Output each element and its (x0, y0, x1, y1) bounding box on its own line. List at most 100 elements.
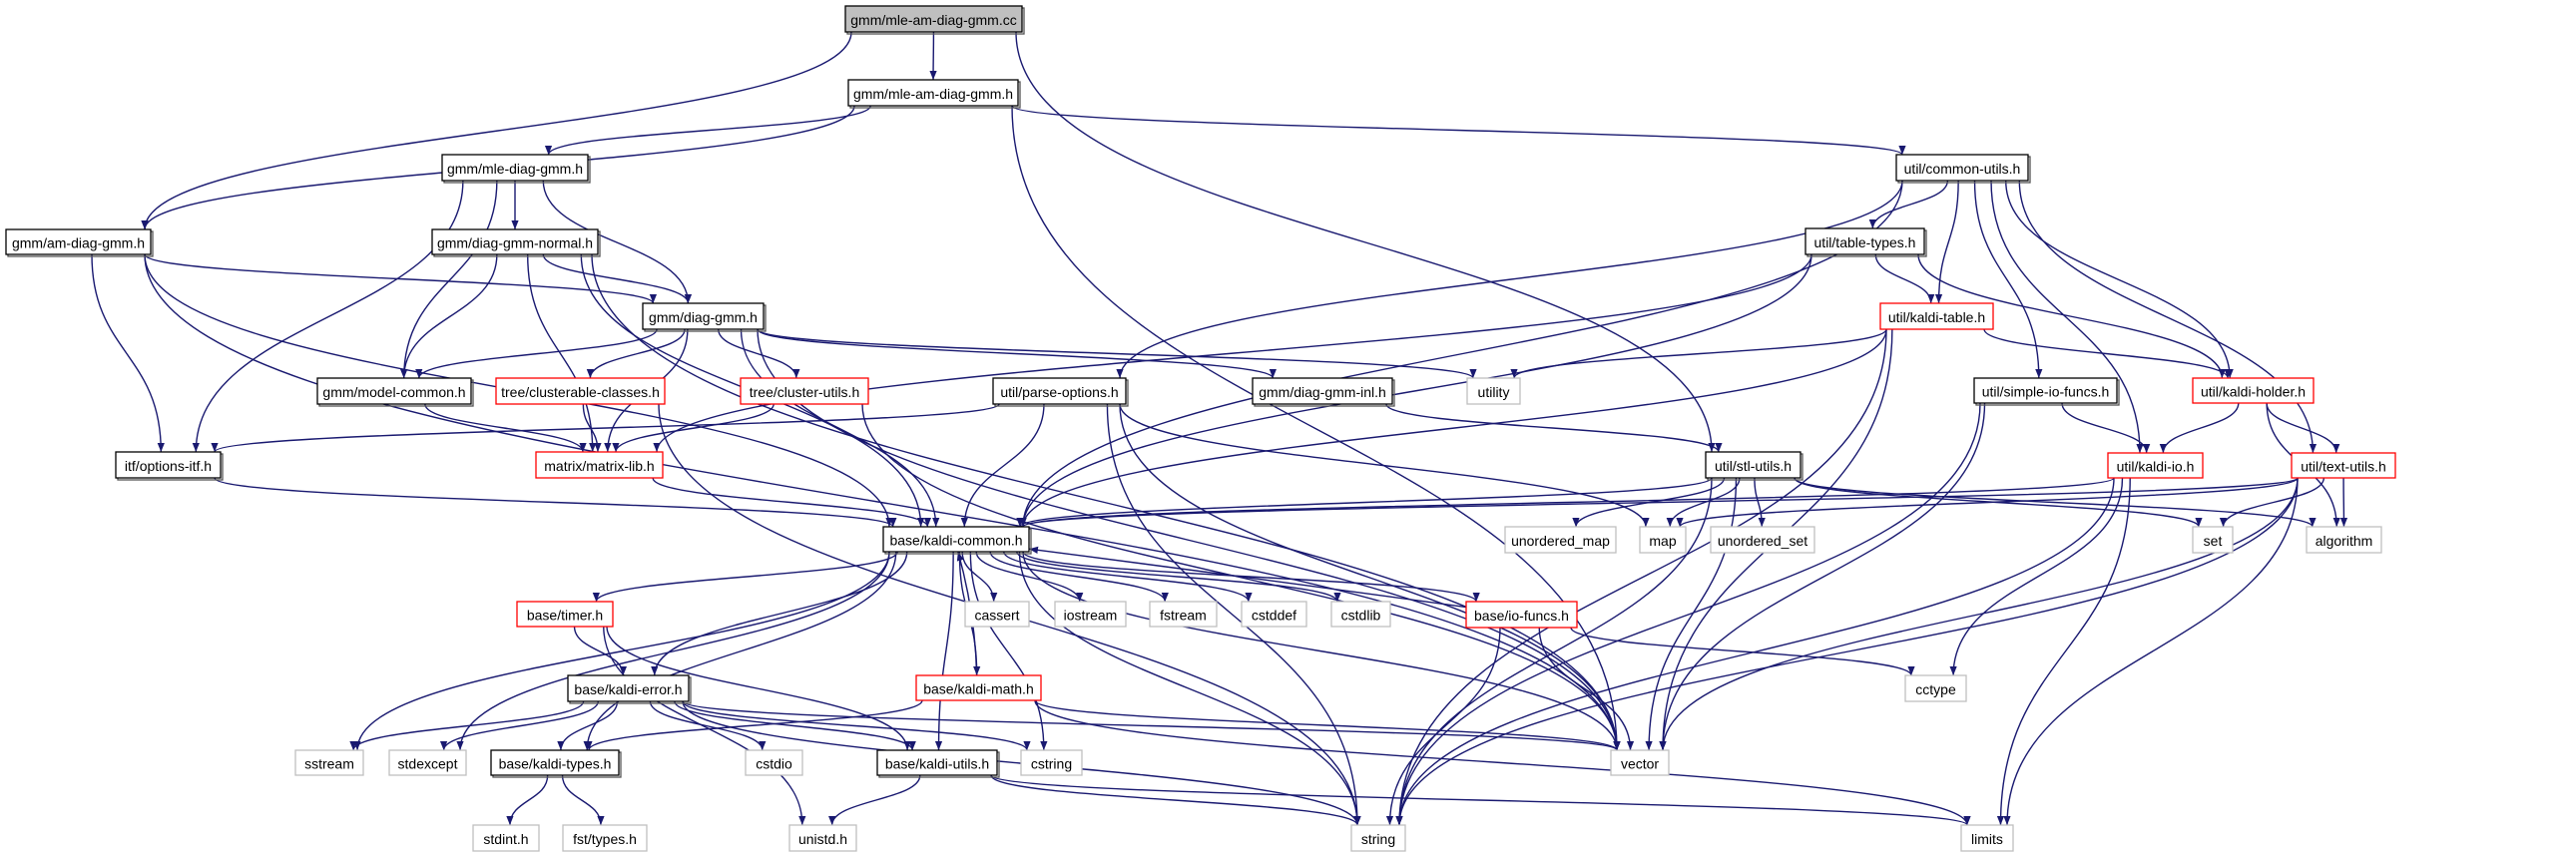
edge-mle-am-diag-gmm-cc-to-stl-utils-h (1015, 31, 1716, 453)
node-box (1895, 154, 2029, 182)
node-util-kaldi-table-h[interactable]: util/kaldi-table.h (1879, 302, 1994, 330)
node-box (1879, 302, 1994, 330)
node-box (1705, 451, 1802, 479)
edge-stl-utils-h-to-vector (1645, 477, 1738, 751)
edge-kaldi-common-h-to-cstdlib (1016, 551, 1341, 603)
node-label: cassert (974, 608, 1019, 624)
node-util-simple-io-funcs-h[interactable]: util/simple-io-funcs.h (1973, 377, 2120, 406)
node-label: cctype (1915, 681, 1956, 697)
node-label: string (1361, 831, 1395, 847)
node-box (562, 824, 648, 852)
node-util-common-utils-h[interactable]: util/common-utils.h (1895, 154, 2031, 184)
node-box (1466, 377, 1521, 405)
node-itf-options-itf-h[interactable]: itf/options-itf.h (115, 451, 224, 481)
edge-diag-gmm-h-to-vector (757, 328, 1621, 751)
edge-kaldi-common-h-to-iostream (975, 551, 1084, 603)
node-base-kaldi-math-h[interactable]: base/kaldi-math.h (915, 674, 1042, 701)
node-base-kaldi-common-h[interactable]: base/kaldi-common.h (882, 526, 1032, 555)
node-base-kaldi-error-h[interactable]: base/kaldi-error.h (567, 674, 692, 704)
node-box (964, 601, 1030, 628)
node-util-table-types-h[interactable]: util/table-types.h (1804, 227, 1927, 257)
edge-io-funcs-h-to-kaldi-common-h (1028, 546, 1467, 609)
node-label: gmm/diag-gmm.h (649, 309, 758, 325)
node-util-kaldi-holder-h[interactable]: util/kaldi-holder.h (2192, 377, 2315, 404)
node-base-kaldi-utils-h[interactable]: base/kaldi-utils.h (876, 749, 1000, 778)
node-util-parse-options-h[interactable]: util/parse-options.h (992, 377, 1129, 407)
node-gmm-diag-gmm-normal-h[interactable]: gmm/diag-gmm-normal.h (431, 228, 601, 257)
edge-kaldi-utils-h-to-limits (990, 774, 1971, 826)
node-util-kaldi-io-h[interactable]: util/kaldi-io.h (2107, 452, 2204, 479)
edge-common-utils-h-to-kaldi-holder-h (2005, 180, 2234, 379)
node-box (388, 749, 467, 776)
node-label: utility (1478, 384, 1510, 400)
node-tree-cluster-utils-h[interactable]: tree/cluster-utils.h (740, 377, 869, 405)
node-box (316, 377, 472, 405)
edge-table-types-h-to-kaldi-table-h (1874, 253, 1935, 304)
node-gmm-diag-gmm-inl-h[interactable]: gmm/diag-gmm-inl.h (1252, 377, 1395, 407)
node-box (495, 377, 666, 405)
node-gmm-am-diag-gmm-h[interactable]: gmm/am-diag-gmm.h (5, 228, 154, 257)
node-label: util/text-utils.h (2301, 459, 2386, 475)
node-gmm-mle-am-diag-gmm-cc[interactable]: gmm/mle-am-diag-gmm.cc (844, 5, 1025, 35)
node-box (490, 749, 620, 776)
edge-kaldi-common-h-to-io-funcs-h (1022, 551, 1480, 603)
edge-kaldi-holder-h-to-text-utils-h (2266, 402, 2340, 454)
node-box (1639, 526, 1687, 554)
node-box (2306, 526, 2382, 554)
node-gmm-mle-am-diag-gmm-h[interactable]: gmm/mle-am-diag-gmm.h (847, 79, 1021, 109)
edge-stl-utils-h-to-string (1395, 477, 1713, 826)
node-base-kaldi-types-h[interactable]: base/kaldi-types.h (490, 749, 622, 778)
node-label: gmm/diag-gmm-inl.h (1259, 384, 1386, 400)
edge-kaldi-common-h-to-cstddef (1003, 551, 1253, 603)
node-label: unordered_map (1511, 533, 1610, 549)
node-label: base/kaldi-types.h (499, 756, 612, 772)
node-cstddef: cstddef (1241, 601, 1307, 628)
node-string: string (1350, 824, 1406, 852)
node-label: util/table-types.h (1814, 234, 1916, 250)
node-util-stl-utils-h[interactable]: util/stl-utils.h (1705, 451, 1803, 481)
node-label: itf/options-itf.h (125, 458, 212, 474)
node-tree-clusterable-classes-h[interactable]: tree/clusterable-classes.h (495, 377, 666, 405)
edge-kaldi-holder-h-to-kaldi-io-h (2159, 402, 2240, 454)
edge-parse-options-h-to-vector (1119, 403, 1621, 751)
edge-diag-gmm-h-to-kaldi-common-h (740, 328, 940, 528)
node-box (115, 451, 222, 479)
edge-kaldi-error-h-to-sstream (349, 700, 585, 751)
node-box (1904, 674, 1967, 702)
node-base-io-funcs-h[interactable]: base/io-funcs.h (1465, 601, 1578, 629)
node-label: gmm/model-common.h (322, 384, 465, 400)
edge-parse-options-h-to-string (1106, 403, 1361, 826)
edge-kaldi-error-h-to-cstdio (649, 700, 767, 751)
node-label: algorithm (2316, 533, 2373, 549)
edges-layer (91, 31, 2348, 826)
edge-kaldi-common-h-to-kaldi-types-h (583, 551, 897, 751)
node-box (535, 451, 664, 479)
node-box (2192, 526, 2234, 554)
node-gmm-diag-gmm-h[interactable]: gmm/diag-gmm.h (642, 302, 767, 332)
node-util-text-utils-h[interactable]: util/text-utils.h (2291, 452, 2396, 479)
node-box (1804, 227, 1925, 255)
node-box (788, 824, 857, 852)
node-label: gmm/am-diag-gmm.h (12, 235, 145, 251)
node-gmm-mle-diag-gmm-h[interactable]: gmm/mle-diag-gmm.h (441, 154, 591, 184)
node-label: base/timer.h (527, 608, 603, 624)
node-label: set (2204, 533, 2223, 549)
node-matrix-matrix-lib-h[interactable]: matrix/matrix-lib.h (535, 451, 664, 479)
node-box (1960, 824, 2014, 852)
edge-kaldi-error-h-to-vector (682, 700, 1621, 751)
node-box (1710, 526, 1815, 554)
edge-common-utils-h-to-parse-options-h (1116, 180, 1903, 379)
node-base-timer-h[interactable]: base/timer.h (516, 601, 614, 628)
node-gmm-model-common-h[interactable]: gmm/model-common.h (316, 377, 474, 407)
node-label: util/kaldi-io.h (2117, 459, 2195, 475)
edge-kaldi-common-h-to-kaldi-error-h (651, 551, 908, 676)
node-label: base/io-funcs.h (1474, 608, 1569, 624)
node-cassert: cassert (964, 601, 1030, 628)
node-box (1054, 601, 1127, 628)
node-label: iostream (1064, 608, 1118, 624)
node-box (5, 228, 152, 255)
edge-common-utils-h-to-simple-io-funcs-h (1973, 180, 2043, 379)
edge-io-funcs-h-to-string (1385, 627, 1501, 826)
node-map: map (1639, 526, 1687, 554)
